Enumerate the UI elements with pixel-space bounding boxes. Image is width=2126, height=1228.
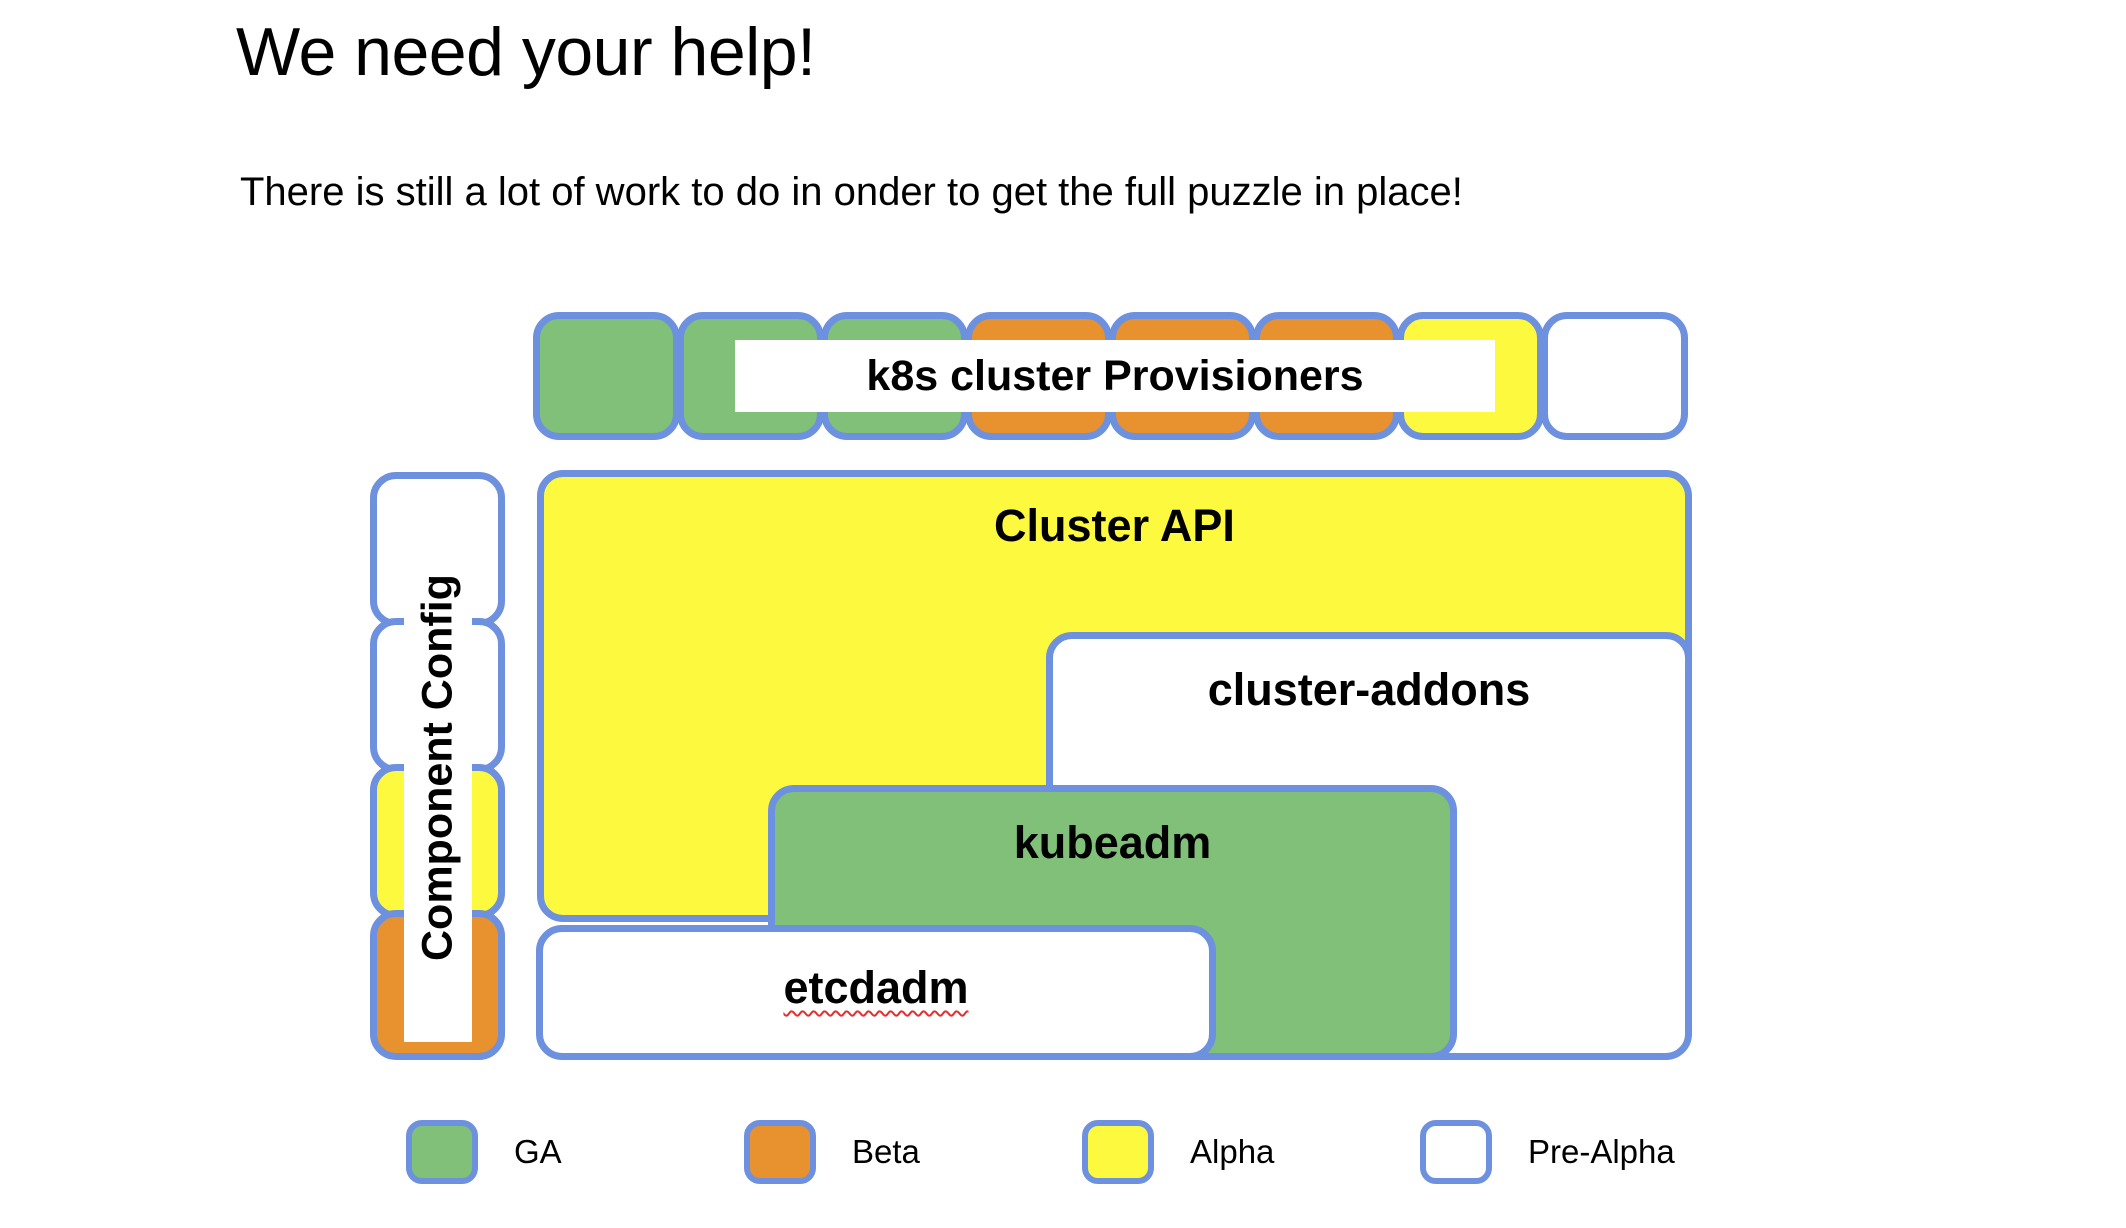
legend: GA Beta Alpha Pre-Alpha	[406, 1118, 1766, 1186]
component-config-label: Component Config	[404, 494, 472, 1042]
legend-item-prealpha: Pre-Alpha	[1420, 1118, 1675, 1186]
cluster-api-label: Cluster API	[994, 500, 1235, 551]
legend-label-ga: GA	[514, 1133, 562, 1170]
legend-label-beta: Beta	[852, 1133, 920, 1170]
legend-item-alpha: Alpha	[1082, 1118, 1274, 1186]
legend-swatch-prealpha-icon	[1420, 1120, 1492, 1184]
legend-label-prealpha: Pre-Alpha	[1528, 1133, 1675, 1170]
legend-item-beta: Beta	[744, 1118, 920, 1186]
legend-label-alpha: Alpha	[1190, 1133, 1275, 1170]
provisioner-box-1[interactable]	[533, 312, 680, 440]
page-title: We need your help!	[236, 14, 816, 90]
legend-swatch-ga-icon	[406, 1120, 478, 1184]
kubeadm-label: kubeadm	[1013, 817, 1212, 868]
legend-swatch-alpha-icon	[1082, 1120, 1154, 1184]
provisioner-row-label: k8s cluster Provisioners	[735, 340, 1495, 412]
provisioner-box-8[interactable]	[1541, 312, 1688, 440]
page-subtitle: There is still a lot of work to do in on…	[240, 170, 1463, 214]
etcdadm-label: etcdadm	[783, 962, 969, 1013]
cluster-addons-label: cluster-addons	[1207, 664, 1531, 715]
etcdadm-box[interactable]	[536, 925, 1216, 1060]
legend-item-ga: GA	[406, 1118, 562, 1186]
legend-swatch-beta-icon	[744, 1120, 816, 1184]
